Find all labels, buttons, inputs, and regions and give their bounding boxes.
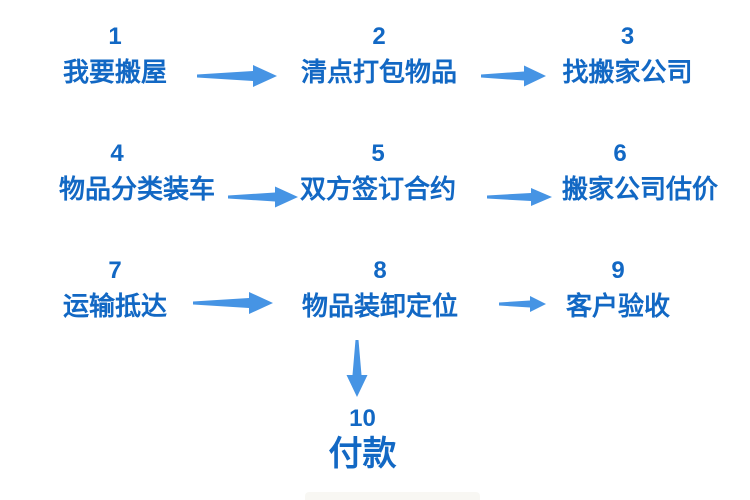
- step-10-label: 付款: [328, 435, 397, 473]
- step-6-number: 6: [613, 140, 627, 167]
- step-6: 6 搬家公司估价: [551, 139, 729, 204]
- step-9-label: 客户验收: [565, 291, 670, 321]
- arrow-right-icon: [193, 292, 273, 314]
- arrow-right-icon: [487, 188, 552, 206]
- step-4: 4 物品分类装车: [48, 139, 226, 204]
- step-7: 7 运输抵达: [30, 256, 200, 321]
- step-2-number: 2: [372, 23, 386, 50]
- step-8: 8 物品装卸定位: [291, 256, 469, 321]
- step-4-number: 4: [110, 140, 124, 167]
- step-7-label: 运输抵达: [62, 291, 167, 321]
- step-9-number: 9: [611, 257, 625, 284]
- step-3-label: 找搬家公司: [562, 57, 693, 87]
- arrow-right-icon: [481, 65, 546, 87]
- step-5: 5 双方签订合约: [292, 139, 464, 204]
- step-3-number: 3: [620, 23, 635, 50]
- step-2-label: 清点打包物品: [300, 57, 457, 87]
- step-8-number: 8: [373, 257, 387, 284]
- step-2: 2 清点打包物品: [293, 22, 465, 87]
- step-7-number: 7: [108, 257, 122, 284]
- step-1-label: 我要搬屋: [62, 57, 167, 87]
- arrow-right-icon: [499, 296, 546, 312]
- arrow-right-icon: [228, 186, 298, 208]
- arrow-right-icon: [197, 65, 277, 87]
- cropped-bottom-artifact: [305, 492, 480, 500]
- step-5-number: 5: [371, 140, 385, 167]
- step-1-number: 1: [108, 23, 122, 50]
- step-10: 10 付款: [285, 404, 440, 474]
- step-6-label: 搬家公司估价: [561, 174, 718, 204]
- step-3: 3 找搬家公司: [540, 22, 715, 87]
- arrow-down-icon: [346, 340, 368, 397]
- step-10-number: 10: [349, 405, 376, 432]
- step-9: 9 客户验收: [531, 256, 705, 321]
- step-4-label: 物品分类装车: [58, 174, 215, 204]
- step-1: 1 我要搬屋: [30, 22, 200, 87]
- step-5-label: 双方签订合约: [299, 174, 456, 204]
- step-8-label: 物品装卸定位: [301, 291, 458, 321]
